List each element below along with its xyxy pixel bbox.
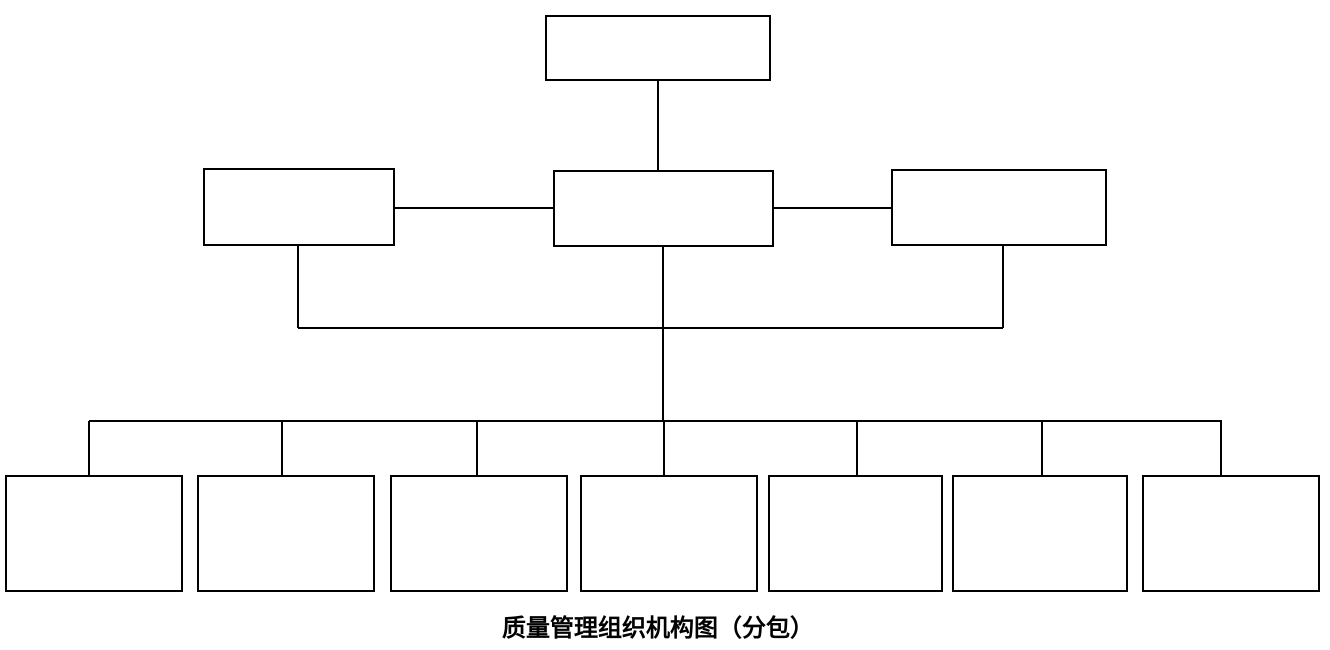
org-box-bottom-5	[768, 475, 943, 592]
line-left-to-center	[395, 207, 553, 209]
line-stub-6	[1041, 421, 1043, 475]
line-stub-7	[1220, 421, 1222, 475]
line-top-to-center	[657, 81, 659, 170]
line-center-drop	[662, 247, 664, 421]
line-left-drop	[297, 246, 299, 328]
line-stub-2	[281, 421, 283, 475]
org-box-bottom-4	[580, 475, 758, 592]
org-box-bottom-3	[390, 475, 568, 592]
org-box-bottom-7	[1142, 475, 1320, 592]
line-left-right-bridge	[298, 327, 1003, 329]
line-center-to-right	[774, 207, 891, 209]
diagram-caption: 质量管理组织机构图（分包）	[502, 616, 814, 642]
line-right-drop	[1002, 246, 1004, 328]
org-box-mid-left	[203, 168, 395, 246]
org-box-bottom-6	[952, 475, 1128, 592]
line-distribution	[89, 420, 1222, 422]
line-stub-4	[663, 421, 665, 475]
org-box-bottom-2	[197, 475, 375, 592]
line-stub-5	[856, 421, 858, 475]
line-stub-1	[88, 421, 90, 475]
org-box-bottom-1	[5, 475, 183, 592]
org-box-mid-right	[891, 169, 1107, 246]
line-stub-3	[476, 421, 478, 475]
org-box-top	[545, 15, 771, 81]
org-box-mid-center	[553, 170, 774, 247]
